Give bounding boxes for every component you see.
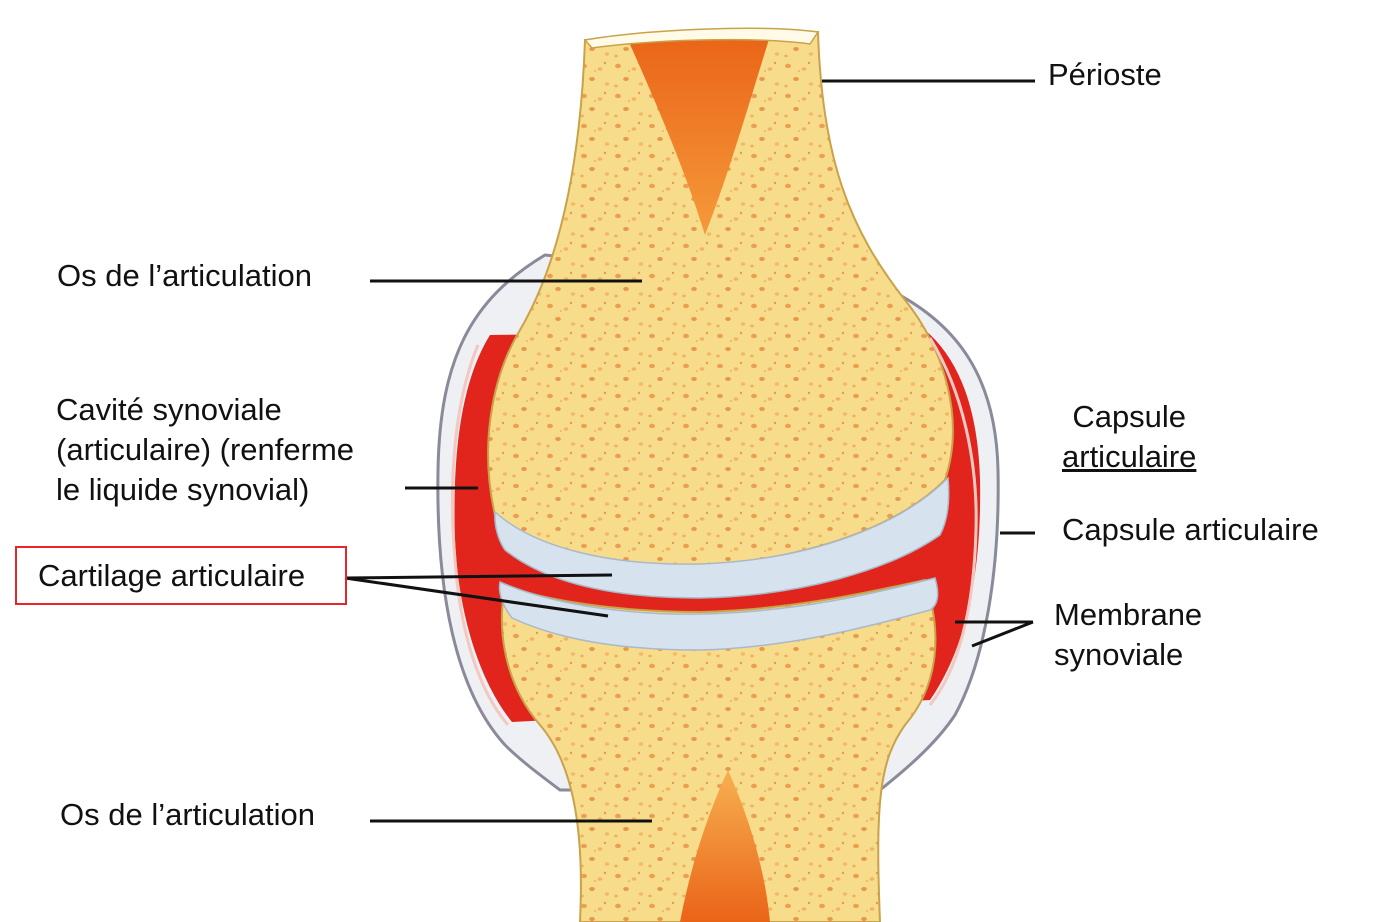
label-synovial-cavity-line1: Cavité synoviale — [56, 390, 354, 430]
label-cartilage: Cartilage articulaire — [38, 556, 305, 596]
label-periosteum: Périoste — [1048, 55, 1162, 95]
label-synovial-cavity-line3: le liquide synovial) — [56, 470, 354, 510]
label-capsule-heading: Capsule articulaire — [1062, 397, 1196, 477]
label-membrane: Membrane synoviale — [1054, 595, 1202, 675]
label-capsule: Capsule articulaire — [1062, 510, 1319, 550]
label-membrane-line2: synoviale — [1054, 635, 1202, 675]
label-membrane-line1: Membrane — [1054, 595, 1202, 635]
label-bone-lower: Os de l’articulation — [60, 795, 315, 835]
label-bone-upper: Os de l’articulation — [57, 256, 312, 296]
label-capsule-heading-line1: Capsule — [1062, 397, 1196, 437]
label-capsule-heading-line2: articulaire — [1062, 437, 1196, 477]
label-synovial-cavity-line2: (articulaire) (renferme — [56, 430, 354, 470]
label-synovial-cavity: Cavité synoviale (articulaire) (renferme… — [56, 390, 354, 510]
